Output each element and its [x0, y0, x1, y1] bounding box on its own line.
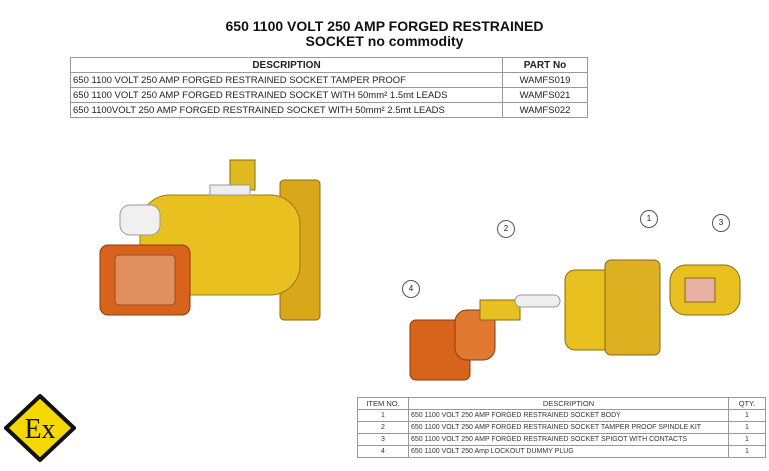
- item-description: 650 1100 VOLT 250 AMP FORGED RESTRAINED …: [408, 421, 729, 434]
- svg-text:Ex: Ex: [24, 414, 55, 445]
- callout-4: 4: [402, 280, 420, 298]
- row-part-no: WAMFS019: [502, 72, 588, 88]
- header-qty: QTY.: [728, 397, 766, 410]
- exploded-view-image: [409, 259, 741, 381]
- item-no: 2: [357, 421, 409, 434]
- item-no: 3: [357, 433, 409, 446]
- item-description: 650 1100 VOLT 250 AMP FORGED RESTRAINED …: [408, 433, 729, 446]
- table-row: 650 1100 VOLT 250 AMP FORGED RESTRAINED …: [70, 72, 588, 88]
- header-description: DESCRIPTION: [408, 397, 729, 410]
- callout-1: 1: [640, 210, 658, 228]
- item-qty: 1: [728, 421, 766, 434]
- row-description: 650 1100 VOLT 250 AMP FORGED RESTRAINED …: [70, 72, 503, 88]
- header-item-no: ITEM NO.: [357, 397, 409, 410]
- drawing-title-line1: 650 1100 VOLT 250 AMP FORGED RESTRAINED: [225, 18, 544, 34]
- drawing-title-line2: SOCKET no commodity: [305, 33, 464, 49]
- item-no: 1: [357, 409, 409, 422]
- item-description: 650 1100 VOLT 250 Amp LOCKOUT DUMMY PLUG: [408, 445, 729, 458]
- callout-2: 2: [497, 220, 515, 238]
- table-row: 650 1100 VOLT 250 AMP FORGED RESTRAINED …: [70, 87, 588, 103]
- ex-logo: Ex: [4, 394, 76, 462]
- row-description: 650 1100VOLT 250 AMP FORGED RESTRAINED S…: [70, 102, 503, 118]
- item-qty: 1: [728, 433, 766, 446]
- row-part-no: WAMFS021: [502, 87, 588, 103]
- item-qty: 1: [728, 409, 766, 422]
- row-part-no: WAMFS022: [502, 102, 588, 118]
- item-qty: 1: [728, 445, 766, 458]
- callout-3: 3: [712, 214, 730, 232]
- assembled-socket-image: [99, 159, 321, 321]
- header-part-no: PART No: [502, 57, 588, 73]
- row-description: 650 1100 VOLT 250 AMP FORGED RESTRAINED …: [70, 87, 503, 103]
- header-description: DESCRIPTION: [70, 57, 503, 73]
- item-description: 650 1100 VOLT 250 AMP FORGED RESTRAINED …: [408, 409, 729, 422]
- item-no: 4: [357, 445, 409, 458]
- table-row: 650 1100VOLT 250 AMP FORGED RESTRAINED S…: [70, 102, 588, 118]
